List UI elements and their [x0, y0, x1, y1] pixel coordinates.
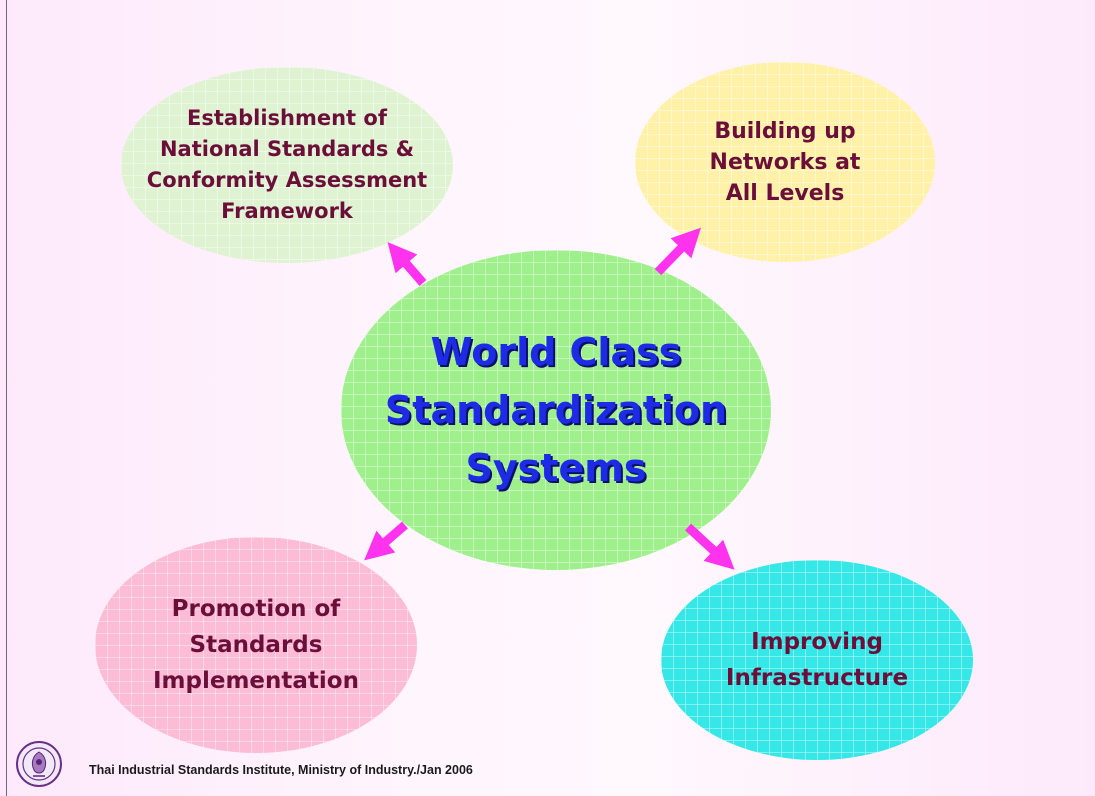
- node-national-standards-label: Establishment of National Standards & Co…: [146, 106, 428, 223]
- node-promotion-standards-label: Promotion of Standards Implementation: [153, 596, 359, 694]
- node-center-world-class: World Class Standardization Systems: [341, 250, 771, 570]
- arrow-to-top-left: [387, 242, 427, 286]
- arrow-to-top-right: [654, 227, 702, 276]
- node-improving-infrastructure: Improving Infrastructure: [661, 560, 973, 760]
- node-improving-infrastructure-label: Improving Infrastructure: [725, 629, 909, 691]
- arrow-to-bottom-right: [684, 523, 735, 570]
- node-national-standards: Establishment of National Standards & Co…: [121, 67, 453, 263]
- footer-credit: Thai Industrial Standards Institute, Min…: [89, 763, 473, 777]
- node-center-label: World Class Standardization Systems: [384, 330, 728, 490]
- slide-border: [6, 0, 7, 796]
- node-promotion-standards: Promotion of Standards Implementation: [95, 537, 417, 753]
- node-building-networks-label: Building up Networks at All Levels: [709, 118, 861, 206]
- arrow-to-bottom-left: [364, 521, 408, 561]
- tisi-emblem-icon: [15, 740, 63, 788]
